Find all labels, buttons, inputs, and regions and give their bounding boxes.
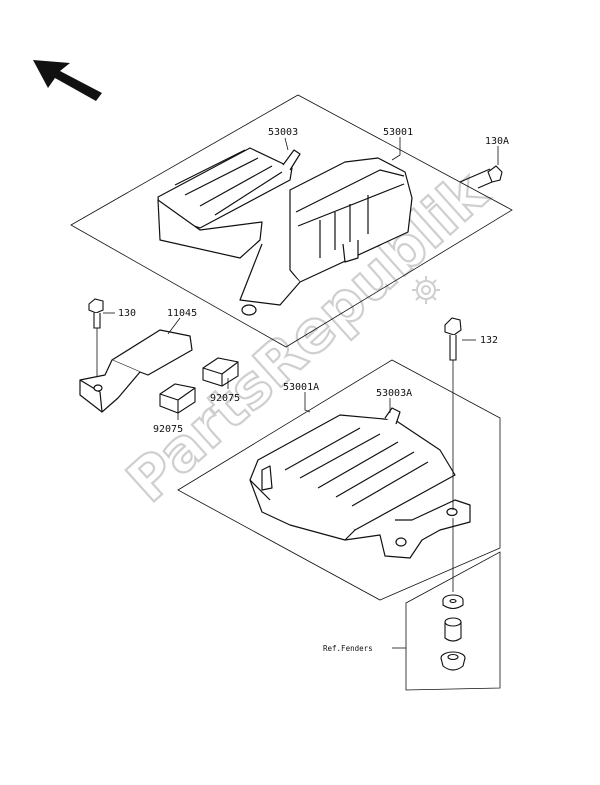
label-53003A: 53003A (376, 388, 412, 399)
cushion-92075-upper (202, 357, 239, 387)
label-ref-fenders: Ref.Fenders (323, 644, 373, 653)
fender-ref-frame (405, 551, 501, 691)
label-53001A: 53001A (283, 382, 319, 393)
label-132: 132 (480, 335, 498, 346)
bracket-11045 (79, 329, 193, 413)
label-11045: 11045 (167, 308, 197, 319)
label-130: 130 (118, 308, 136, 319)
bolt-130 (88, 298, 104, 380)
label-53001: 53001 (383, 127, 413, 138)
label-53003: 53003 (268, 127, 298, 138)
bolt-130A (459, 165, 503, 189)
fender-fittings (440, 594, 466, 671)
leader-lines (103, 137, 499, 649)
label-92075-upper: 92075 (210, 393, 240, 404)
lower-assembly-frame (177, 359, 501, 601)
front-direction-arrow (33, 60, 102, 101)
part-labels: 53003 53001 130A 130 11045 92075 92075 5… (118, 127, 509, 653)
seat-53001 (157, 147, 413, 316)
upper-assembly-frame (70, 94, 513, 348)
bolt-132 (444, 317, 462, 592)
label-130A: 130A (485, 136, 509, 147)
seat-53001A (249, 407, 471, 559)
cushion-92075-lower (159, 383, 196, 414)
label-92075-lower: 92075 (153, 424, 183, 435)
gear-icon (412, 276, 440, 304)
